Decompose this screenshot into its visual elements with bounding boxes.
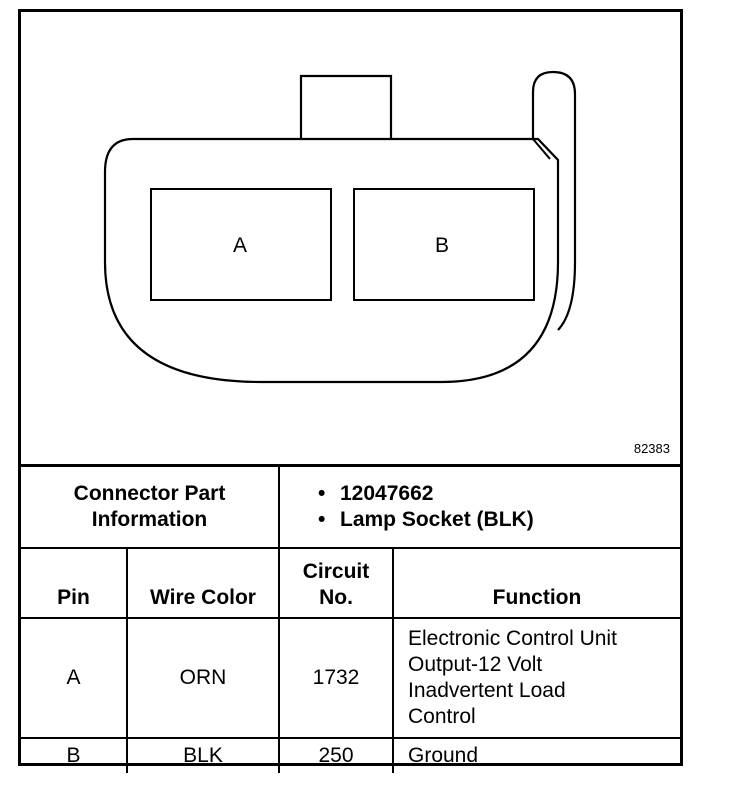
header-pin: Pin — [21, 547, 128, 619]
circuit-cell: 250 — [278, 737, 394, 773]
figure-id: 82383 — [633, 441, 670, 456]
table-row: A ORN 1732 Electronic Control Unit Outpu… — [21, 617, 680, 739]
table-row: B BLK 250 Ground — [21, 737, 680, 773]
connector-part-row: Connector Part Information • 12047662 • La… — [21, 464, 680, 549]
pin-cell: B — [21, 737, 128, 773]
part-description-item: • Lamp Socket (BLK) — [318, 507, 680, 533]
header-circuit-line2: No. — [319, 586, 353, 609]
connector-part-label: Connector Part Information — [21, 464, 280, 549]
cavity-b — [353, 188, 535, 301]
header-circuit: Circuit No. — [278, 547, 394, 619]
part-description: Lamp Socket (BLK) — [340, 508, 534, 531]
connector-body-outline — [103, 137, 560, 384]
part-number: 12047662 — [340, 482, 434, 505]
function-line: Ground — [408, 744, 479, 767]
pin-cell: A — [21, 617, 128, 739]
connector-side-latch — [531, 70, 577, 331]
cavity-a — [150, 188, 332, 301]
connector-diagram: A B 82383 — [21, 12, 680, 464]
connector-part-label-line2: Information — [91, 508, 208, 531]
cavity-a-label: A — [233, 234, 247, 257]
header-function: Function — [392, 547, 680, 619]
cavity-b-label: B — [435, 234, 449, 257]
latch-diagonal — [532, 138, 551, 160]
part-number-item: • 12047662 — [318, 481, 680, 507]
connector-part-values: • 12047662 • Lamp Socket (BLK) — [278, 464, 680, 549]
wire-color-cell: BLK — [126, 737, 280, 773]
connector-part-label-line1: Connector Part — [73, 482, 226, 505]
function-line: Output-12 Volt — [408, 653, 543, 676]
function-cell: Ground — [392, 737, 680, 773]
bullet-icon: • — [318, 508, 326, 531]
header-row: Pin Wire Color Circuit No. Function — [21, 547, 680, 619]
circuit-cell: 1732 — [278, 617, 394, 739]
header-circuit-line1: Circuit — [302, 560, 370, 583]
connector-face-drawing: A B — [103, 70, 577, 384]
function-line: Electronic Control Unit — [408, 627, 617, 650]
function-cell: Electronic Control Unit Output-12 Volt I… — [392, 617, 680, 739]
bullet-icon: • — [318, 482, 326, 505]
connector-lock-tab — [299, 74, 393, 139]
connector-info-table: Connector Part Information • 12047662 • La… — [21, 464, 680, 773]
wire-color-cell: ORN — [126, 617, 280, 739]
function-line: Inadvertent Load — [408, 679, 566, 702]
function-line: Control — [408, 705, 476, 728]
header-wire-color: Wire Color — [126, 547, 280, 619]
connector-figure-frame: A B 82383 Connector Part Information • 12… — [18, 9, 683, 773]
